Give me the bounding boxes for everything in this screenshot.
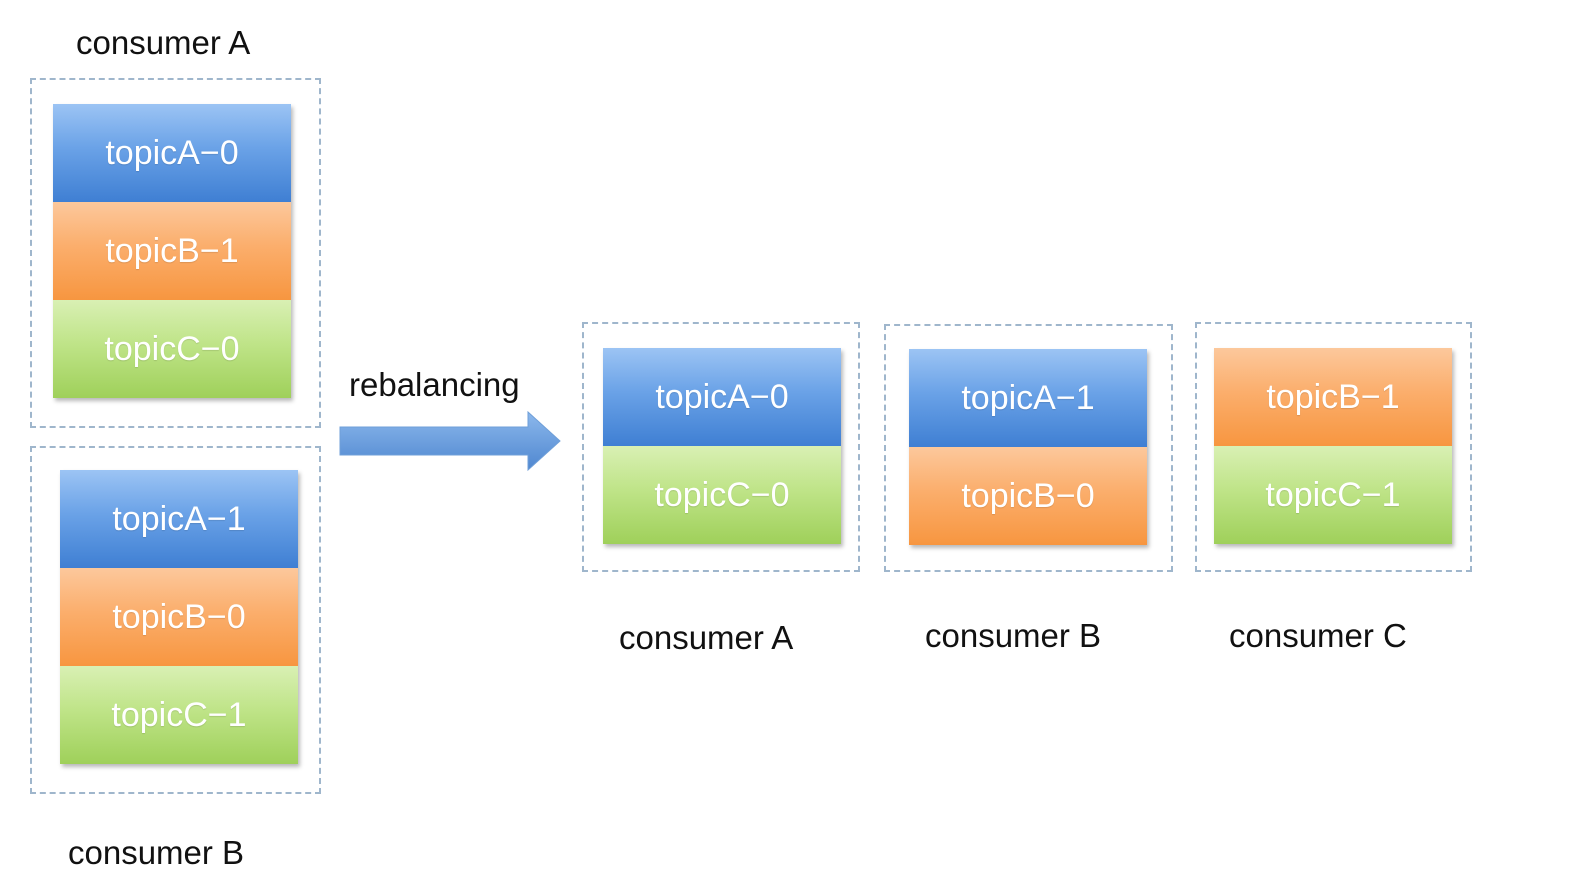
partition-block: topicA−1: [60, 470, 298, 568]
before-consumer-b-label: consumer B: [68, 834, 245, 871]
after-consumer-c-group: [1195, 322, 1472, 572]
after-consumer-c-partitions: topicB−1 topicC−1: [1214, 348, 1452, 544]
after-consumer-b-partitions: topicA−1 topicB−0: [909, 349, 1147, 545]
after-consumer-b-label: consumer B: [925, 617, 1102, 654]
before-consumer-a-group: [30, 78, 321, 428]
rebalancing-label: rebalancing: [349, 366, 520, 403]
partition-block: topicB−0: [909, 447, 1147, 545]
after-consumer-a-partitions: topicA−0 topicC−0: [603, 348, 841, 544]
before-consumer-a-label: consumer A: [76, 24, 251, 61]
partition-block: topicA−0: [53, 104, 291, 202]
partition-block: topicA−1: [909, 349, 1147, 447]
after-consumer-a-label: consumer A: [619, 619, 794, 656]
before-consumer-a-partitions: topicA−0 topicB−1 topicC−0: [53, 104, 291, 398]
partition-block: topicB−1: [1214, 348, 1452, 446]
partition-block: topicB−1: [53, 202, 291, 300]
partition-block: topicB−0: [60, 568, 298, 666]
partition-block: topicC−1: [1214, 446, 1452, 544]
partition-block: topicA−0: [603, 348, 841, 446]
before-consumer-b-group: [30, 446, 321, 794]
partition-block: topicC−0: [603, 446, 841, 544]
after-consumer-b-group: [884, 324, 1173, 572]
partition-block: topicC−0: [53, 300, 291, 398]
partition-block: topicC−1: [60, 666, 298, 764]
right-arrow-icon: [339, 410, 561, 472]
before-consumer-b-partitions: topicA−1 topicB−0 topicC−1: [60, 470, 298, 764]
after-consumer-c-label: consumer C: [1229, 617, 1407, 654]
after-consumer-a-group: [582, 322, 860, 572]
